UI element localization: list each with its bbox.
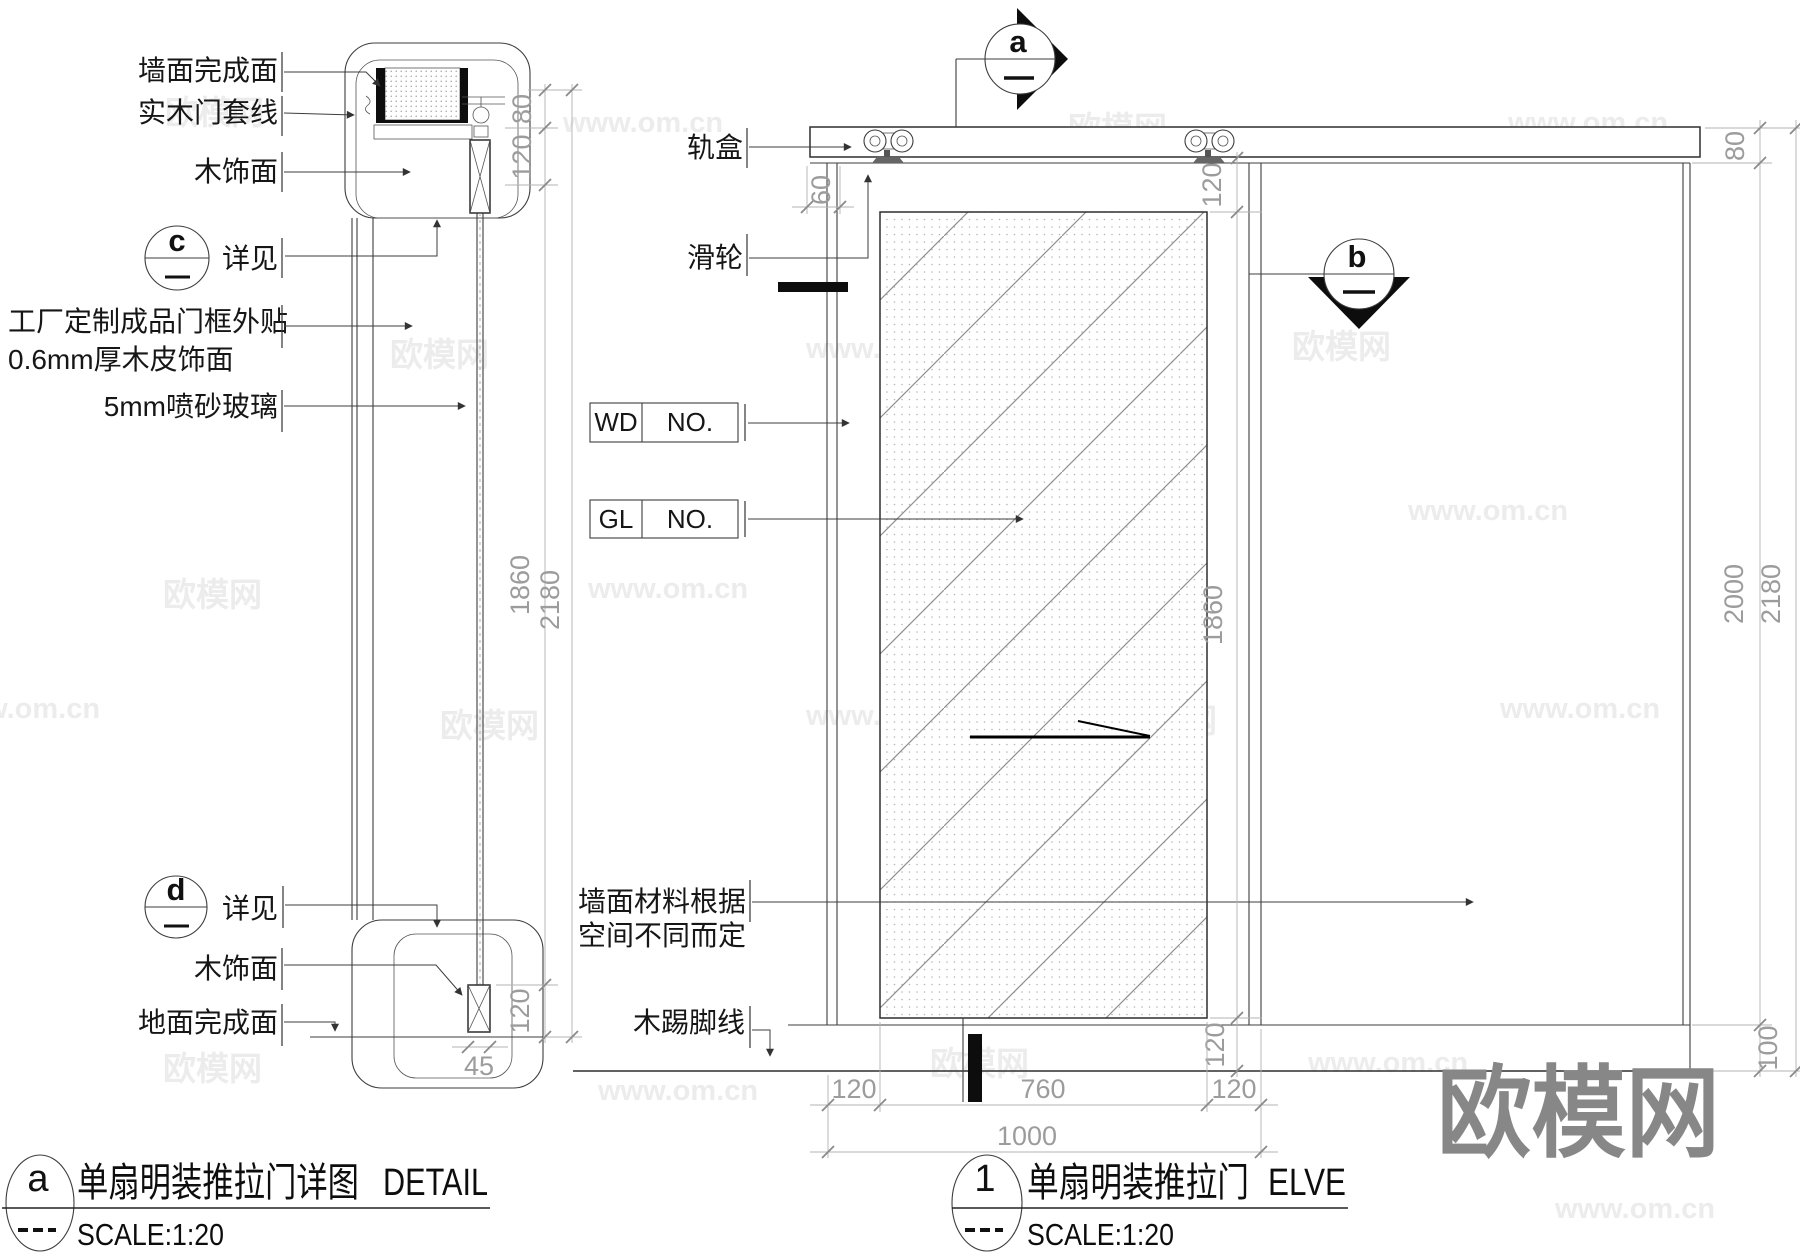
marker-letter-d: d (167, 872, 186, 907)
watermark-site: www.om.cn (587, 573, 748, 605)
dim-top-gap: 120 (1197, 162, 1227, 207)
label-roller: 滑轮 (687, 242, 743, 273)
track-box (809, 126, 1701, 158)
dim-total-height: 2180 (535, 570, 565, 630)
watermark-brand: 欧模网 (165, 94, 264, 131)
title-detail-type: DETAIL (383, 1162, 488, 1204)
wd-code: WD (594, 407, 637, 437)
door-panel (879, 211, 1208, 1019)
label-wood-casing: 实木门套线 (138, 97, 278, 128)
casing-board (373, 124, 473, 140)
watermark-site: www.om.cn (562, 107, 723, 139)
detail-marker-d: d (144, 872, 208, 939)
watermark-brand: 欧模网 (163, 576, 262, 613)
section-marker-a: a (955, 8, 1068, 127)
dim-track-height: 80 (1720, 131, 1750, 161)
roller-assembly (863, 129, 914, 163)
dim-threshold-45: 45 (464, 1051, 494, 1081)
elevation-dimensions: 60 120 1860 120 80 20 (792, 120, 1800, 1159)
marker-letter-c: c (168, 223, 185, 258)
marker-letter-b: b (1348, 239, 1367, 274)
section-labels: 墙面完成面 实木门套线 木饰面 详见 工厂定制成品门框外贴 0.6mm厚木皮饰面… (8, 55, 288, 1038)
label-wood-veneer-bottom: 木饰面 (194, 953, 278, 984)
elevation-drawing: a (573, 8, 1800, 1159)
elevation-labels: 轨盒 滑轮 墙面材料根据 空间不同而定 木踢脚线 (578, 132, 746, 1038)
label-factory-frame-2: 0.6mm厚木皮饰面 (8, 344, 234, 375)
frame-black-strip (460, 68, 468, 123)
detail-marker-c: c (144, 223, 210, 291)
gl-code: GL (599, 504, 634, 534)
cut-mark (778, 282, 848, 292)
roller-assembly (1184, 129, 1235, 163)
watermark-brand: 欧模网 (163, 1050, 262, 1087)
watermark-site: www.om.cn (1554, 1193, 1715, 1225)
label-wall-material-1: 墙面材料根据 (578, 886, 746, 917)
wd-tag: WD NO. (589, 402, 739, 443)
bottom-detail-bubble (351, 919, 544, 1089)
label-floor-finish: 地面完成面 (138, 1007, 278, 1038)
label-factory-frame-1: 工厂定制成品门框外贴 (8, 306, 288, 337)
dim-jamb-right: 120 (1211, 1074, 1256, 1104)
label-ticks (281, 52, 284, 1046)
label-track-box: 轨盒 (687, 132, 743, 163)
title-detail-scale: SCALE:1:20 (77, 1217, 224, 1252)
section-roller-detail (462, 96, 505, 138)
watermark-site: www.om.cn (1499, 693, 1660, 725)
dim-opening-width: 1000 (997, 1121, 1057, 1151)
watermark-site: www.om.cn (1407, 495, 1568, 527)
dim-top-80: 80 (507, 94, 537, 124)
dim-jamb-left: 120 (831, 1074, 876, 1104)
watermark-site: www.om.cn (1307, 1047, 1468, 1079)
watermark-brand: 欧模网 (440, 707, 539, 744)
dim-wall-height: 2000 (1719, 564, 1749, 624)
title-elevation-name: 单扇明装推拉门 (1027, 1161, 1249, 1205)
watermark-brand: 欧模网 (1292, 328, 1391, 365)
title-elevation-type: ELVE (1268, 1162, 1346, 1204)
dim-door-width: 760 (1020, 1074, 1065, 1104)
top-rail-wood-member (469, 139, 491, 214)
title-elevation-scale: SCALE:1:20 (1027, 1217, 1174, 1252)
frame-black-strip (376, 68, 385, 123)
section-marker-b: b (1249, 238, 1410, 329)
title-block-elevation: 1 单扇明装推拉门 ELVE SCALE:1:20 (951, 1154, 1348, 1252)
label-skirting: 木踢脚线 (633, 1007, 745, 1038)
brand-logo: 欧模网 (1437, 1058, 1720, 1170)
label-wall-material-2: 空间不同而定 (578, 920, 746, 951)
label-wall-finish: 墙面完成面 (138, 55, 278, 86)
section-dimensions: 80 120 1860 2180 120 45 (452, 83, 582, 1081)
wood-grain-squiggle (365, 95, 371, 115)
watermark-site: www.om.cn (597, 1075, 758, 1107)
elevation-leaders (748, 143, 1474, 1057)
label-wood-veneer-top: 木饰面 (194, 156, 278, 187)
watermark-site: www.om.cn (0, 693, 100, 725)
bottom-rail-wood-member (467, 984, 491, 1033)
watermark-layer: 欧模网 www.om.cn 欧模网 www.om.cn 欧模网 www.om.c… (0, 94, 1715, 1225)
label-ticks (744, 128, 751, 1048)
label-see-detail-c: 详见 (222, 243, 278, 274)
dim-door-height: 1860 (505, 555, 535, 615)
marker-letter-a: a (1009, 24, 1027, 59)
gl-number: NO. (667, 504, 713, 534)
dim-roller-offset: 60 (806, 175, 836, 205)
label-frosted-glass: 5mm喷砂玻璃 (104, 391, 278, 422)
watermark-brand: 欧模网 (390, 336, 489, 373)
title-detail-name: 单扇明装推拉门详图 (77, 1161, 359, 1205)
dim-skirting-height: 100 (1753, 1025, 1783, 1070)
dim-top-120: 120 (507, 134, 537, 179)
wd-number: NO. (667, 407, 713, 437)
section-leaders (283, 71, 466, 1032)
title-bubble-1: 1 (974, 1158, 995, 1200)
title-block-detail: a 单扇明装推拉门详图 DETAIL SCALE:1:20 (2, 1154, 490, 1252)
gl-tag: GL NO. (589, 499, 739, 539)
dim-door-height: 1860 (1198, 585, 1228, 645)
floor-guide (968, 1034, 982, 1102)
dim-bottom-120: 120 (505, 988, 535, 1033)
label-see-detail-d: 详见 (222, 893, 278, 924)
section-detail-drawing: 墙面完成面 实木门套线 木饰面 详见 工厂定制成品门框外贴 0.6mm厚木皮饰面… (8, 42, 582, 1089)
dim-bottom-gap: 120 (1200, 1022, 1230, 1067)
dim-total-height: 2180 (1756, 564, 1786, 624)
title-bubble-a: a (27, 1158, 49, 1200)
